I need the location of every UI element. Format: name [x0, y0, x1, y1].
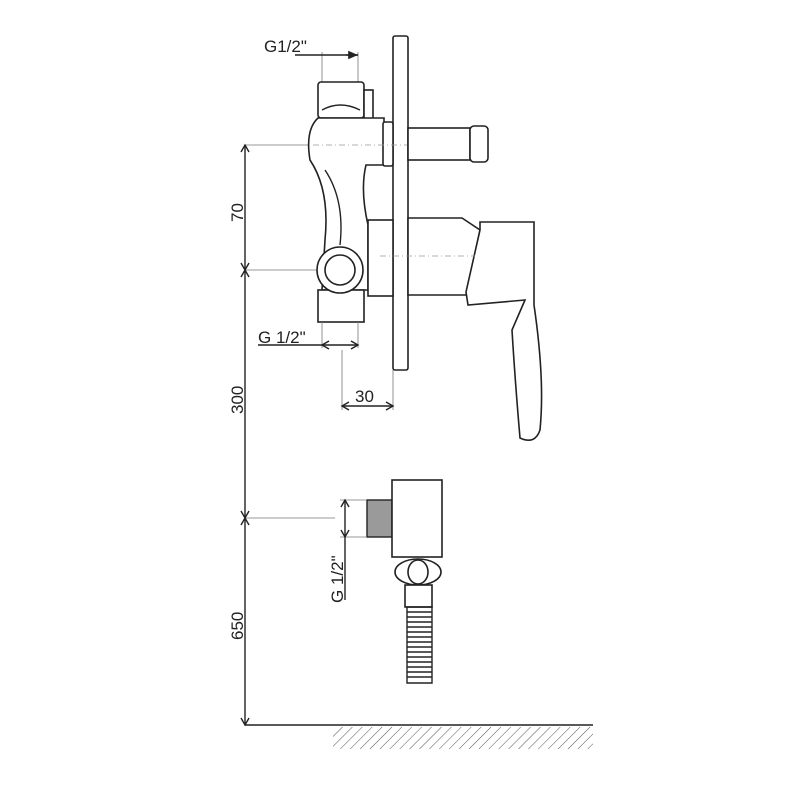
- dim-300: 300: [228, 386, 247, 414]
- floor: [245, 724, 593, 749]
- diverter-knob: [407, 125, 489, 163]
- mixer-handle: [367, 217, 543, 441]
- outlet-thread-label: G 1/2": [328, 555, 347, 603]
- outlet-thread-dimension: [340, 498, 367, 600]
- bottom-thread-label: G 1/2": [258, 328, 306, 347]
- top-thread-label: G1/2": [264, 37, 307, 56]
- valve-body: [300, 81, 475, 323]
- plate-depth-label: 30: [355, 387, 374, 406]
- wall-plate: [392, 35, 409, 371]
- wall-outlet-elbow: [366, 479, 443, 684]
- plate-depth-dimension: [340, 350, 395, 411]
- bottom-thread-dimension: [258, 322, 360, 350]
- vertical-dimension-chain: [240, 143, 335, 727]
- dim-650: 650: [228, 612, 247, 640]
- dim-70: 70: [228, 203, 247, 222]
